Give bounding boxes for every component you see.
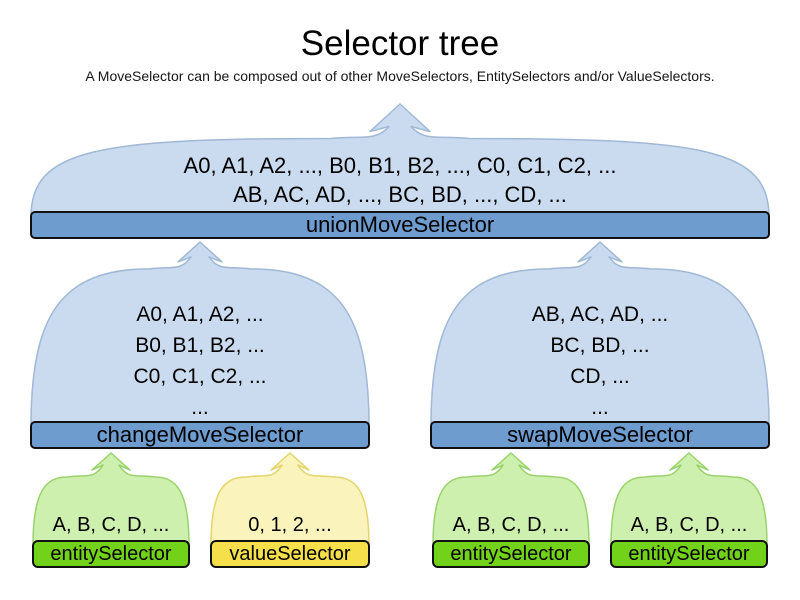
bar-label: valueSelector — [229, 542, 351, 565]
content-line: A, B, C, D, ... — [52, 514, 170, 536]
content-line: ... — [191, 396, 209, 419]
entity-funnel-content: A, B, C, D, ... — [432, 512, 590, 538]
change-funnel-content: A0, A1, A2, ... B0, B1, B2, ... C0, C1, … — [30, 299, 370, 423]
value-funnel-content: 0, 1, 2, ... — [210, 512, 370, 538]
content-line: AB, AC, AD, ... — [531, 303, 669, 326]
bar-label: swapMoveSelector — [507, 422, 693, 447]
bar-label: changeMoveSelector — [96, 422, 304, 447]
entity-funnel-content: A, B, C, D, ... — [610, 512, 768, 538]
entity-selector-bar-2: entitySelector — [432, 540, 590, 568]
page-subtitle: A MoveSelector can be composed out of ot… — [85, 68, 715, 84]
entity-funnel-arrow-icon — [610, 452, 768, 546]
entity-funnel-content: A, B, C, D, ... — [32, 512, 190, 538]
entity-funnel-arrow-icon — [432, 452, 590, 546]
entity-selector-bar-1: entitySelector — [32, 540, 190, 568]
content-line: AB, AC, AD, ..., BC, BD, ..., CD, ... — [233, 182, 567, 207]
value-funnel-arrow-icon — [210, 452, 370, 546]
entity-selector-bar-3: entitySelector — [610, 540, 768, 568]
union-funnel-content: A0, A1, A2, ..., B0, B1, B2, ..., C0, C1… — [30, 151, 770, 209]
swap-funnel-content: AB, AC, AD, ... BC, BD, ... CD, ... ... — [430, 299, 770, 423]
content-line: C0, C1, C2, ... — [133, 365, 267, 388]
value-selector-bar: valueSelector — [210, 540, 370, 568]
entity-funnel-arrow-icon — [32, 452, 190, 546]
bar-label: unionMoveSelector — [305, 212, 495, 237]
content-line: 0, 1, 2, ... — [248, 514, 332, 536]
union-move-selector-bar: unionMoveSelector — [30, 211, 770, 239]
change-move-selector-bar: changeMoveSelector — [30, 421, 370, 449]
content-line: A0, A1, A2, ... — [136, 303, 264, 326]
bar-label: entitySelector — [50, 542, 172, 565]
change-funnel-arrow-icon — [30, 241, 370, 427]
bar-label: entitySelector — [450, 542, 572, 565]
bar-label: entitySelector — [628, 542, 750, 565]
swap-move-selector-bar: swapMoveSelector — [430, 421, 770, 449]
swap-funnel-arrow-icon — [430, 241, 770, 427]
content-line: CD, ... — [570, 365, 630, 388]
content-line: ... — [591, 396, 609, 419]
union-funnel-arrow-icon — [30, 103, 770, 217]
content-line: A, B, C, D, ... — [452, 514, 570, 536]
content-line: A, B, C, D, ... — [630, 514, 748, 536]
content-line: A0, A1, A2, ..., B0, B1, B2, ..., C0, C1… — [183, 153, 617, 178]
content-line: BC, BD, ... — [550, 334, 650, 357]
page-title: Selector tree — [300, 24, 500, 63]
content-line: B0, B1, B2, ... — [135, 334, 265, 357]
